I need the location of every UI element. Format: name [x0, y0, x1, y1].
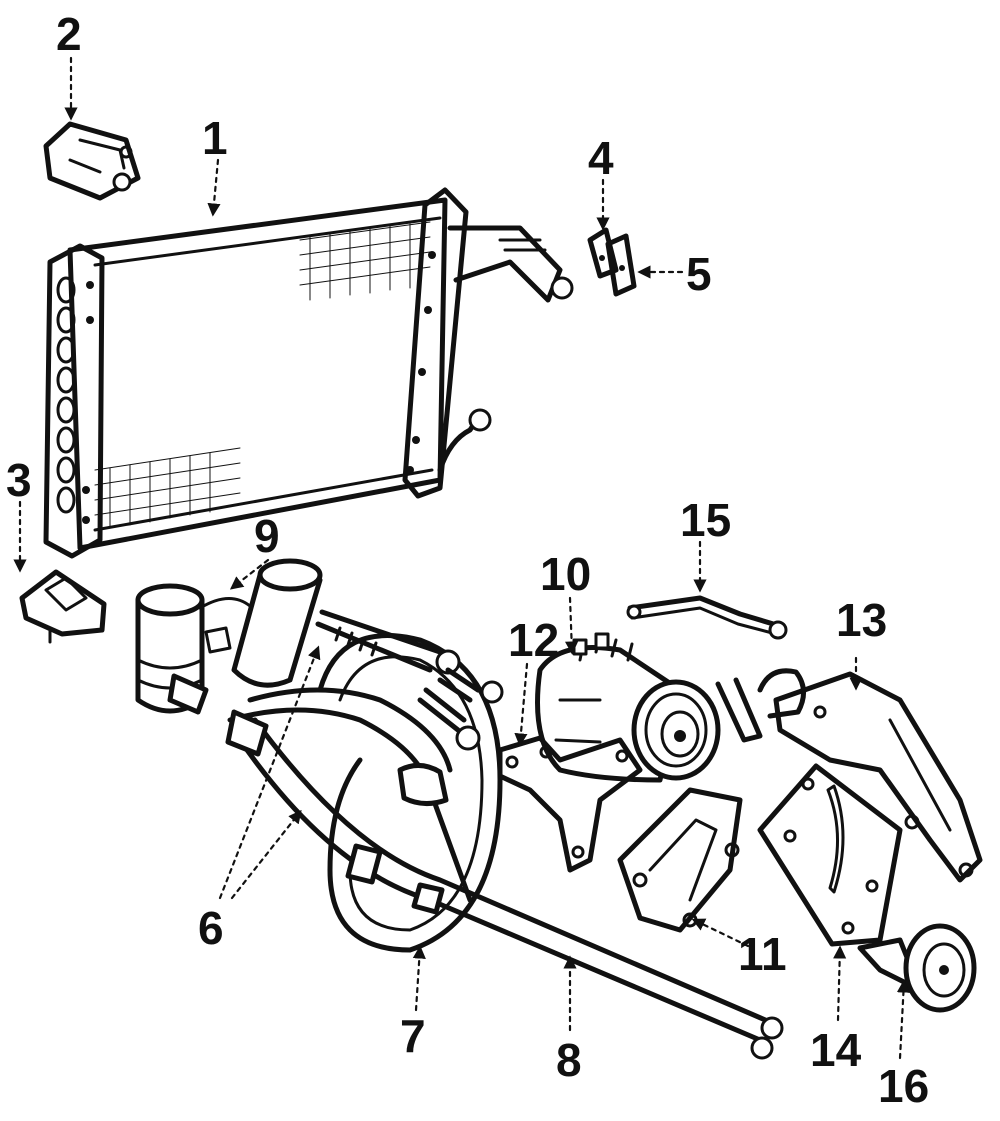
callout-7: 7: [400, 1010, 426, 1062]
callout-8: 8: [556, 1034, 582, 1086]
callout-11: 11: [738, 928, 787, 980]
bracket-11: [617, 787, 743, 933]
bracket-2: [43, 121, 141, 201]
clips-4-5: [587, 227, 637, 297]
callout-13: 13: [836, 594, 887, 646]
callout-16: 16: [878, 1060, 929, 1112]
callout-5: 5: [686, 248, 712, 300]
hose-assemblies: [167, 609, 784, 1060]
callout-3: 3: [6, 454, 32, 506]
callout-10: 10: [540, 548, 591, 600]
plate-14: [757, 763, 903, 947]
callout-2: 2: [56, 8, 82, 60]
callout-labels: 1 2 3 4 5 6 7 8 9 10 11 12 13 14 15 16: [6, 8, 929, 1112]
insulator-3: [19, 569, 107, 644]
callout-6: 6: [198, 902, 224, 954]
callout-1: 1: [202, 112, 228, 164]
condenser: [43, 187, 574, 559]
callout-15: 15: [680, 494, 731, 546]
leader-lines: [13, 56, 911, 1060]
rod-15: [626, 595, 788, 640]
callout-12: 12: [508, 614, 559, 666]
bracket-13: [773, 671, 983, 883]
callout-4: 4: [588, 132, 614, 184]
idler-pulley: [857, 923, 977, 1013]
bracket-12: [497, 735, 643, 873]
callout-14: 14: [810, 1024, 862, 1076]
accumulator: [135, 558, 323, 714]
callout-9: 9: [254, 510, 280, 562]
bolt-hardware: [715, 668, 806, 743]
